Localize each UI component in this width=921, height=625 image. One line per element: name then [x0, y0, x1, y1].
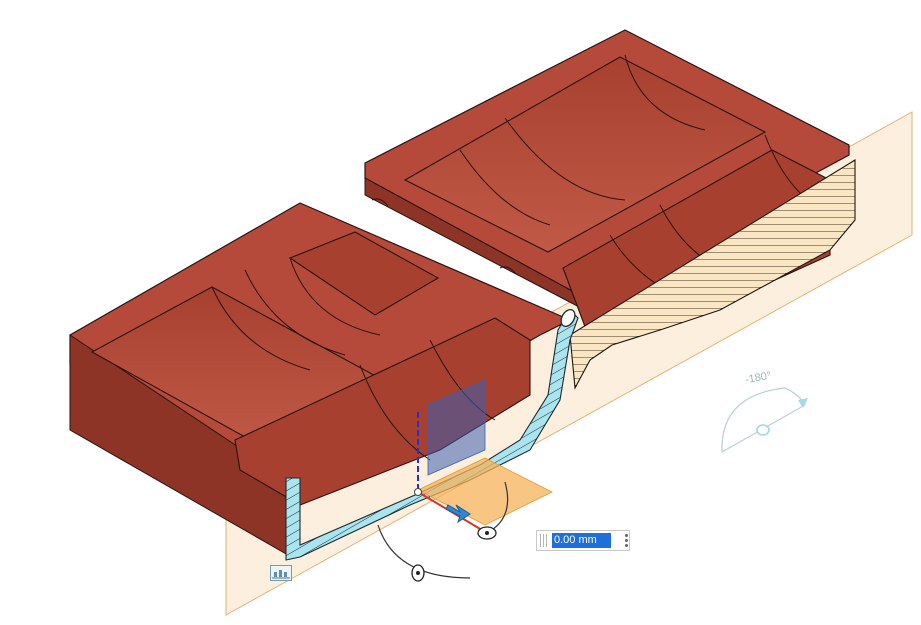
distance-field[interactable]: [552, 533, 611, 548]
manipulator-origin[interactable]: [414, 488, 422, 496]
right-tray[interactable]: [364, 29, 856, 390]
translate-arrow-icon[interactable]: [445, 504, 471, 524]
manipulator-plane-yz[interactable]: [427, 379, 486, 476]
section-face-cream: [569, 159, 856, 390]
rotation-arc-front[interactable]: [377, 524, 471, 579]
drag-grip-icon[interactable]: [540, 534, 548, 547]
hinge-ring: [560, 308, 576, 328]
left-tray[interactable]: [69, 202, 579, 561]
flip-direction-icon[interactable]: [270, 565, 292, 581]
angle-gauge[interactable]: [721, 387, 808, 453]
distance-input-box[interactable]: [536, 530, 630, 551]
more-options-icon[interactable]: [625, 534, 629, 547]
